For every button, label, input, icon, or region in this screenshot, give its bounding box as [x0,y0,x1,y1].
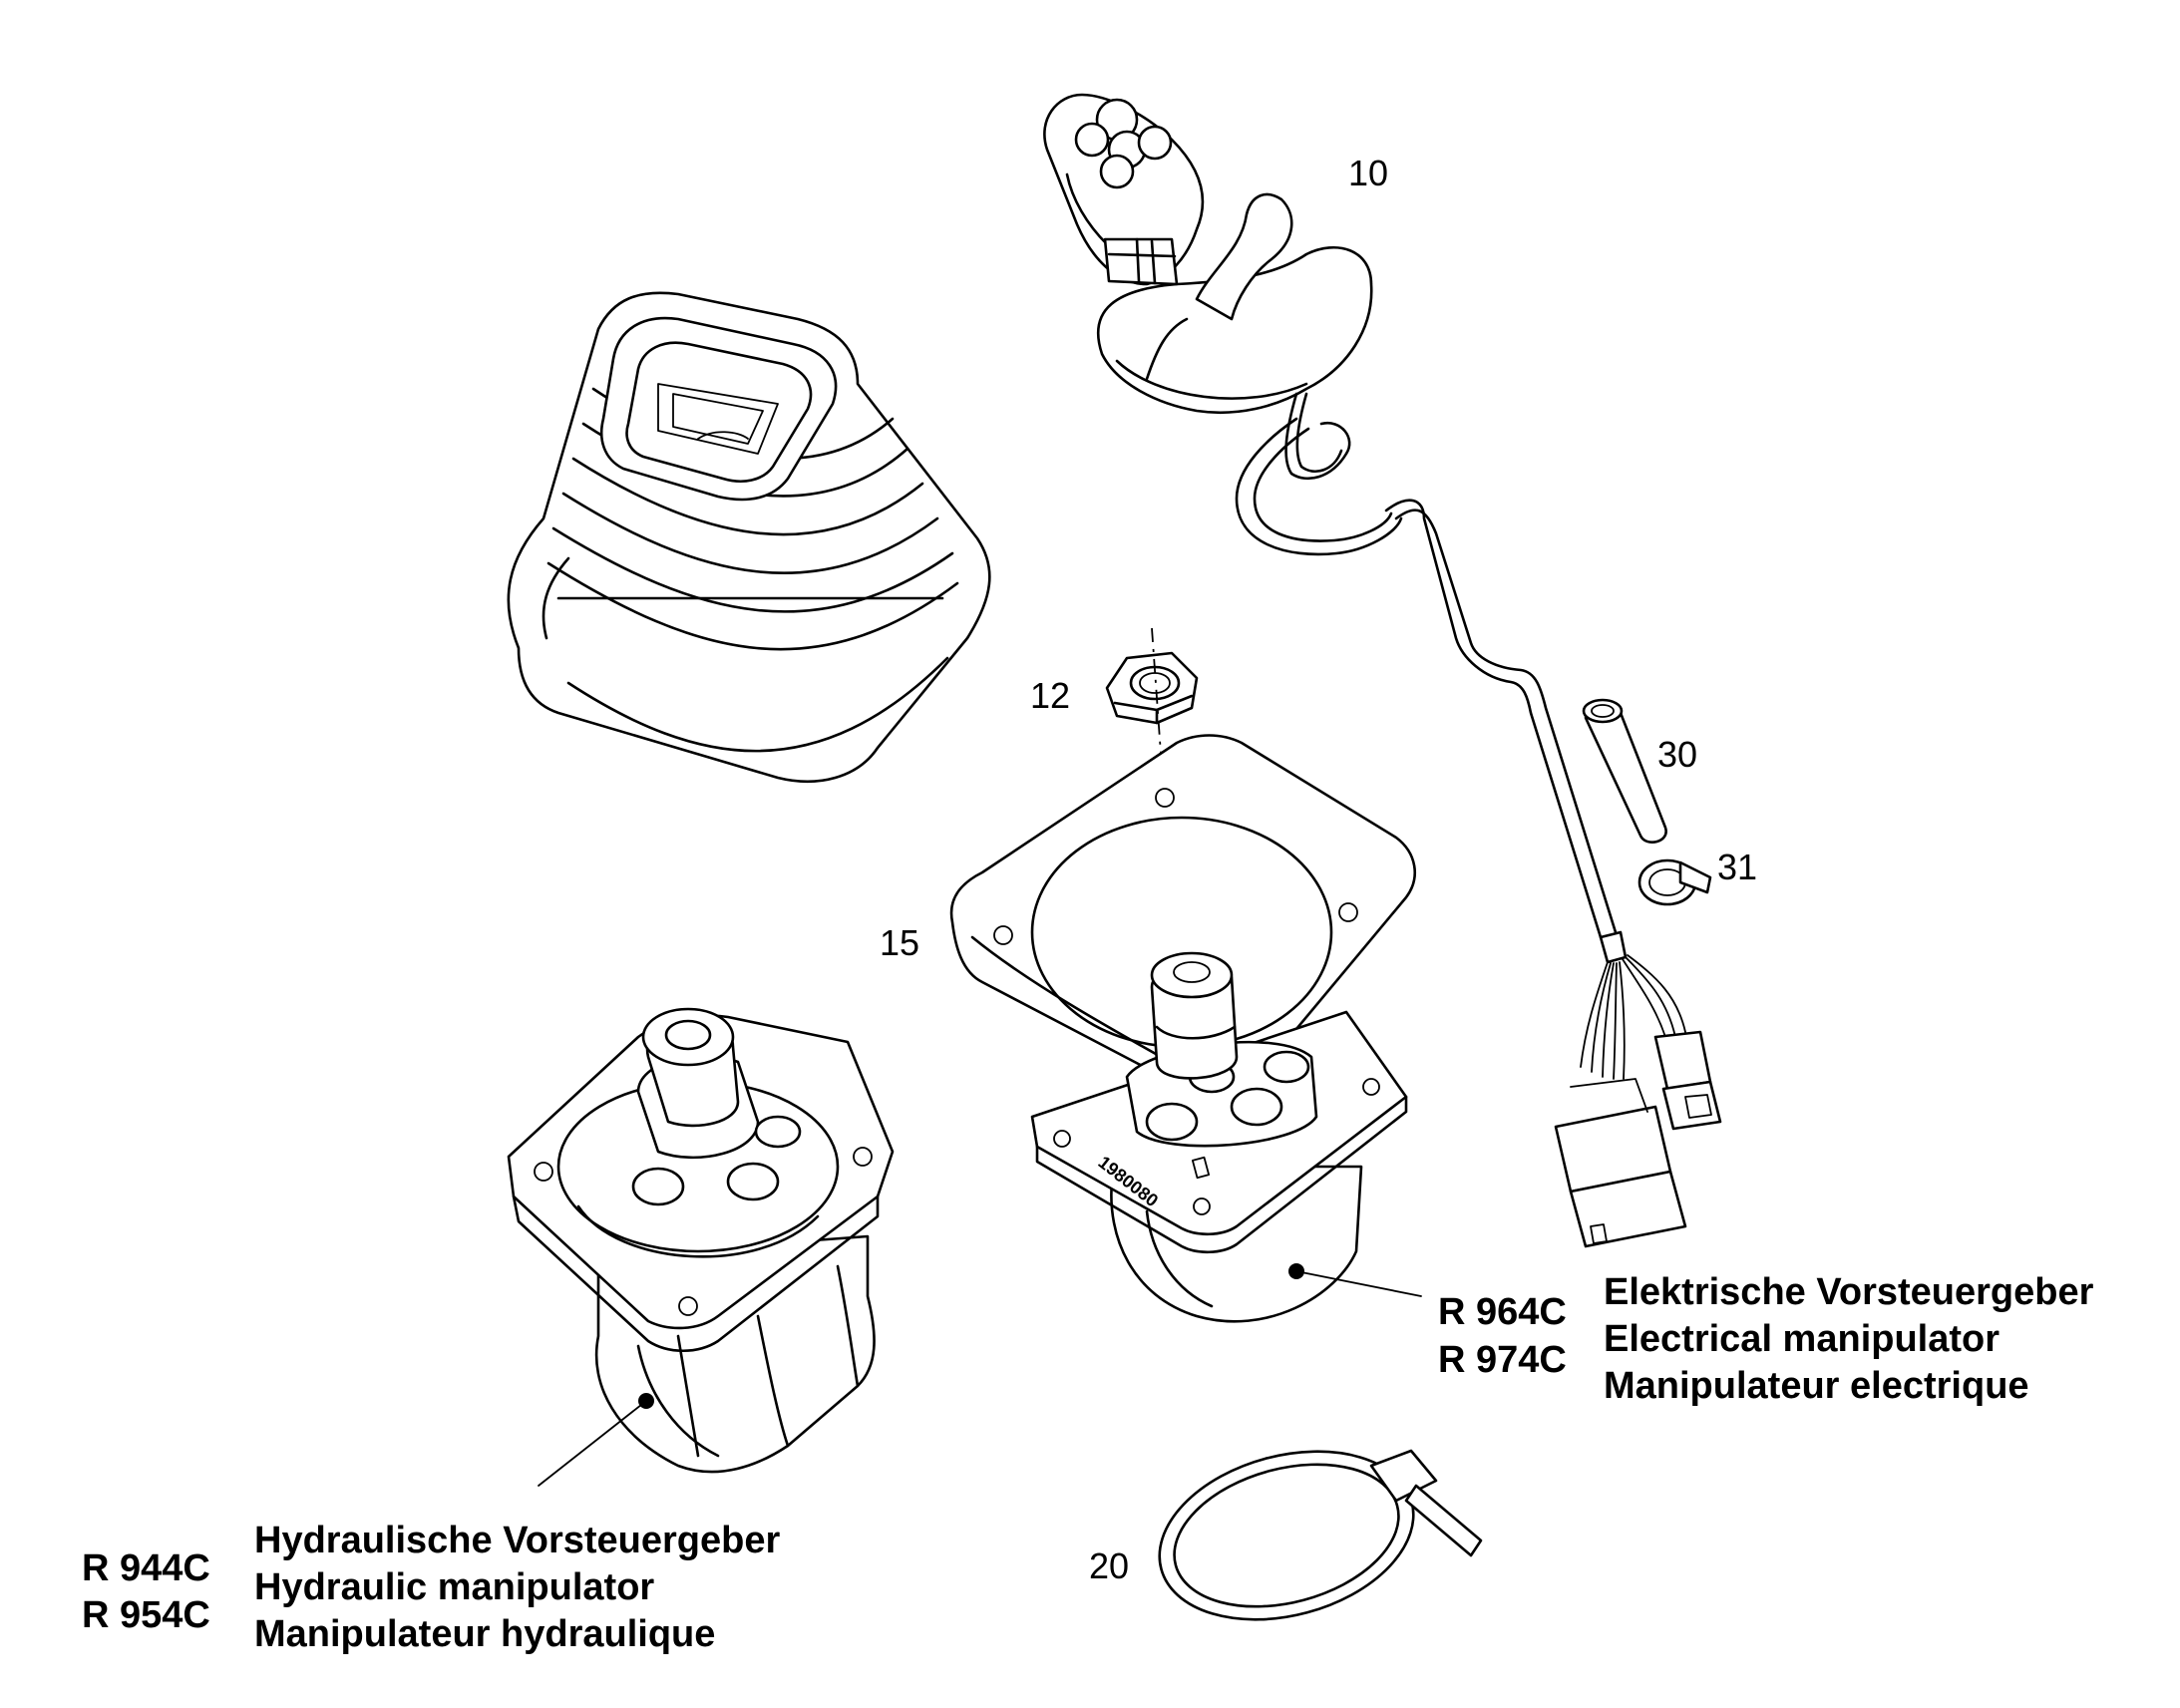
hydraulic-model-2: R 954C [82,1594,210,1636]
electrical-model-1: R 964C [1438,1291,1567,1333]
joystick-handle [1043,93,1722,1248]
callout-30: 30 [1657,734,1697,775]
electrical-desc-fr: Manipulateur electrique [1604,1365,2029,1407]
rubber-boot [507,291,991,784]
electrical-desc-de: Elektrische Vorsteuergeber [1604,1271,2094,1313]
hydraulic-desc-de: Hydraulische Vorsteuergeber [254,1520,780,1561]
callout-31: 31 [1717,847,1757,887]
sleeve [1582,698,1667,844]
clip [1637,858,1712,906]
cover-plate [949,734,1416,1099]
hydraulic-model-1: R 944C [82,1547,210,1589]
cable-tie [1158,1449,1483,1621]
callout-20: 20 [1089,1545,1129,1586]
electrical-manipulator: 1980080 [1030,951,1422,1323]
electrical-model-2: R 974C [1438,1339,1567,1381]
callout-15: 15 [880,922,919,963]
electrical-desc-en: Electrical manipulator [1604,1318,1999,1360]
hydraulic-desc-en: Hydraulic manipulator [254,1566,654,1608]
callout-12: 12 [1030,675,1070,716]
hex-nut [1105,651,1199,725]
hydraulic-desc-fr: Manipulateur hydraulique [254,1613,715,1655]
hydraulic-manipulator [507,1007,895,1487]
callout-10: 10 [1348,153,1388,193]
